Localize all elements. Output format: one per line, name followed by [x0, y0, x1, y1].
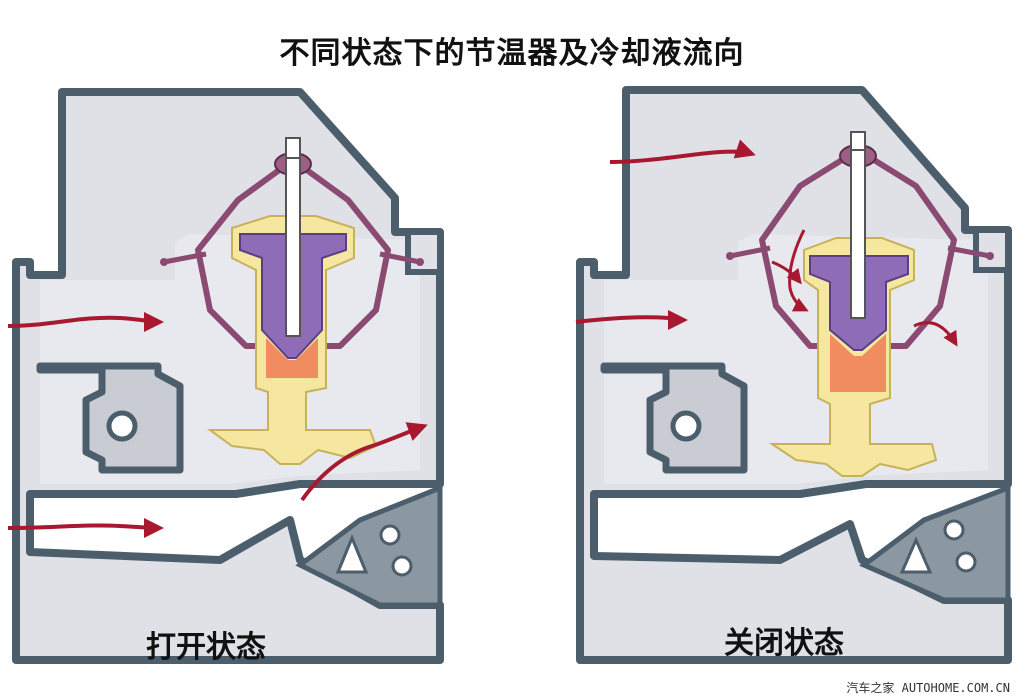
closed-lower-block — [859, 484, 1011, 603]
open-lower-hole-2 — [391, 555, 413, 577]
open-bolt-hole — [106, 410, 138, 442]
open-wax-element — [266, 338, 318, 378]
closed-wax-element — [830, 334, 886, 392]
watermark: 汽车之家 AUTOHOME.COM.CN — [846, 681, 1010, 695]
open-lower-hole-1 — [379, 524, 401, 546]
open-lower-slot — [335, 534, 369, 574]
closed-flow-arrow-2 — [575, 309, 688, 330]
closed-flow-arrow-5 — [913, 321, 958, 347]
open-center-rod — [285, 157, 301, 337]
open-flow-arrow-3 — [300, 422, 428, 502]
open-cage-flange — [163, 251, 421, 265]
open-right-flange — [405, 229, 443, 275]
closed-lower-hole-2 — [955, 551, 977, 573]
closed-state-diagram — [575, 86, 1012, 664]
closed-right-flange — [973, 227, 1011, 273]
closed-flow-arrow-1 — [609, 139, 756, 164]
diagram-title: 不同状态下的节温器及冷却液流向 — [279, 36, 745, 71]
closed-state-label: 关闭状态 — [724, 626, 844, 661]
open-flow-arrow-1 — [7, 311, 164, 332]
closed-lower-hole-1 — [943, 519, 965, 541]
open-flow-arrow-2 — [7, 517, 164, 538]
open-state-label: 打开状态 — [146, 630, 266, 665]
closed-flow-arrow-3 — [788, 229, 809, 312]
open-state-diagram — [7, 88, 444, 664]
closed-lower-slot — [899, 536, 933, 574]
closed-bolt-hole — [670, 410, 702, 442]
closed-flow-arrow-4 — [771, 260, 802, 285]
closed-center-rod — [850, 149, 866, 319]
closed-cage-flange — [729, 245, 991, 259]
